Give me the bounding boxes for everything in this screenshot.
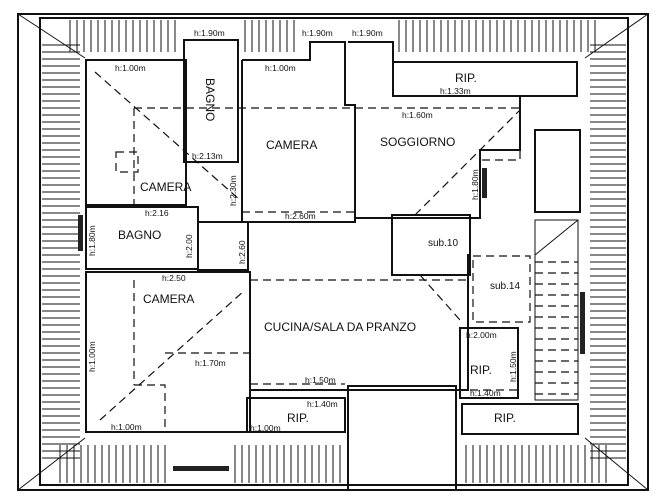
height-label: h:1.60m: [402, 110, 433, 120]
roof-eaves: [17, 13, 649, 491]
label-camera-n: CAMERA: [266, 138, 317, 152]
label-rip-small: RIP.: [470, 363, 492, 377]
height-label: h:1.40m: [470, 388, 501, 398]
height-label: h:1.90m: [194, 28, 225, 38]
height-label: h:1.33m: [440, 86, 471, 96]
label-bagno-w: BAGNO: [118, 228, 161, 242]
label-rip-s: RIP.: [287, 411, 309, 425]
window: [580, 292, 585, 354]
label-rip-ne: RIP.: [455, 71, 477, 85]
label-cucina: CUCINA/SALA DA PRANZO: [264, 320, 416, 334]
room-camera-n: [241, 41, 356, 223]
height-lines: [94, 71, 521, 432]
height-label: h:2.16: [145, 208, 169, 218]
room-rip-se: [461, 403, 579, 435]
label-camera-sw: CAMERA: [143, 292, 194, 306]
height-label: h:1.90m: [352, 28, 383, 38]
height-label: h:2.60m: [285, 211, 316, 221]
corridor: [197, 221, 249, 271]
label-sub10: sub.10: [428, 238, 458, 249]
label-soggiorno: SOGGIORNO: [380, 135, 455, 149]
room-labels: CAMERA BAGNO CAMERA SOGGIORNO RIP. BAGNO…: [118, 71, 520, 425]
height-label: h:1.70m: [195, 358, 226, 368]
room-sub14: [472, 255, 531, 323]
window: [482, 168, 487, 198]
height-label: h:2.30m: [228, 175, 238, 206]
window: [173, 466, 229, 471]
height-label: h:1.00m: [87, 341, 97, 372]
room-soggiorno: [348, 41, 521, 219]
label-bagno-n: BAGNO: [203, 78, 217, 121]
height-label: h:2.60: [237, 240, 247, 264]
label-rip-se: RIP.: [494, 411, 516, 425]
window: [78, 215, 83, 251]
room-bagno-n: [183, 39, 239, 163]
height-label: h:1.50m: [508, 351, 518, 382]
room-sub10: [391, 214, 471, 276]
height-label: h:2.13m: [192, 151, 223, 161]
height-label: h:1.00m: [265, 63, 296, 73]
height-label: h:1.00m: [111, 422, 142, 432]
room-camera-nw: [85, 59, 187, 206]
label-sub14: sub.14: [490, 281, 520, 292]
height-label: h:2.50: [162, 273, 186, 283]
height-label: h:2.00: [184, 234, 194, 258]
height-label: h:1.00m: [115, 63, 146, 73]
balcony: [347, 385, 457, 491]
room-rip-ne: [392, 61, 578, 97]
height-label: h:2.00m: [466, 330, 497, 340]
height-label: h:1.90m: [302, 28, 333, 38]
height-label: h:1.50m: [305, 375, 336, 385]
height-label: h:1.80m: [470, 169, 480, 200]
room-rip-small: [459, 327, 519, 399]
staircase: [534, 219, 579, 401]
height-annotations: h:1.90m h:1.90m h:1.90m h:1.00m h:1.00m …: [87, 28, 518, 433]
height-label: h:1.40m: [307, 399, 338, 409]
height-label: h:1.80m: [87, 225, 97, 256]
height-label: h:1.00m: [250, 423, 281, 433]
walls: [78, 39, 585, 491]
room-rip-s: [246, 397, 346, 433]
label-camera-nw: CAMERA: [140, 180, 191, 194]
